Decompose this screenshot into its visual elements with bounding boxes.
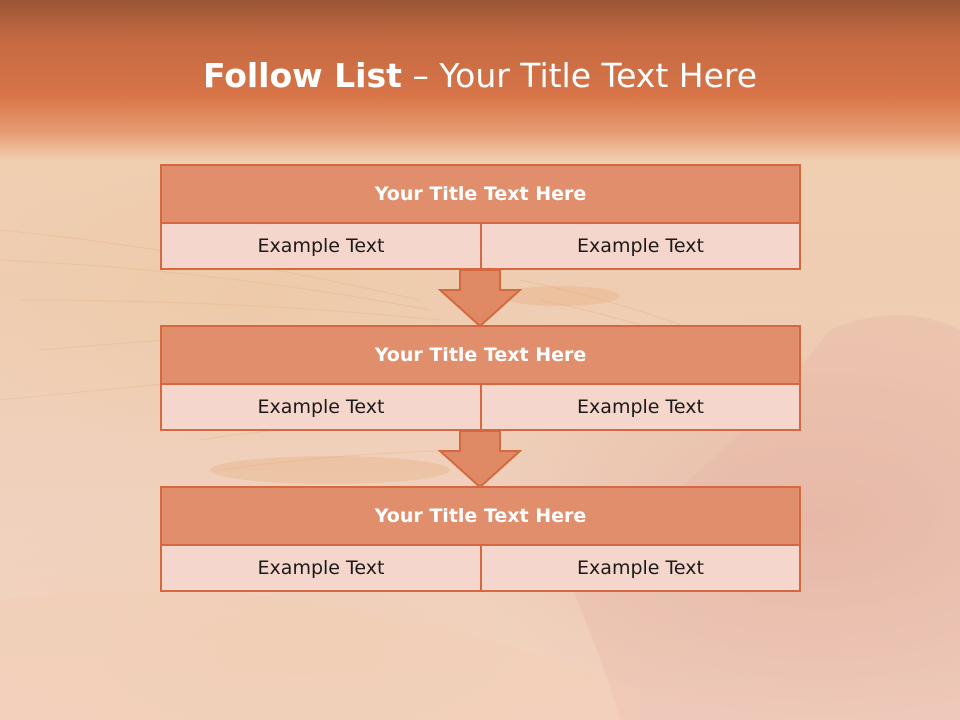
step-1-left-text: Example Text — [162, 224, 482, 268]
step-box-2: Your Title Text Here Example Text Exampl… — [160, 325, 801, 431]
header-band — [0, 0, 960, 160]
step-2-right-text: Example Text — [482, 385, 799, 429]
step-title-3: Your Title Text Here — [162, 488, 799, 546]
step-3-left-text: Example Text — [162, 546, 482, 590]
step-box-3: Your Title Text Here Example Text Exampl… — [160, 486, 801, 592]
step-title-2: Your Title Text Here — [162, 327, 799, 385]
step-title-1: Your Title Text Here — [162, 166, 799, 224]
down-arrow-icon — [438, 431, 522, 489]
slide-title: Follow List – Your Title Text Here — [0, 52, 960, 100]
step-1-right-text: Example Text — [482, 224, 799, 268]
slide-title-rest: – Your Title Text Here — [401, 56, 758, 95]
step-box-1: Your Title Text Here Example Text Exampl… — [160, 164, 801, 270]
step-3-right-text: Example Text — [482, 546, 799, 590]
step-2-left-text: Example Text — [162, 385, 482, 429]
slide-title-bold: Follow List — [202, 56, 402, 95]
down-arrow-icon — [438, 270, 522, 328]
